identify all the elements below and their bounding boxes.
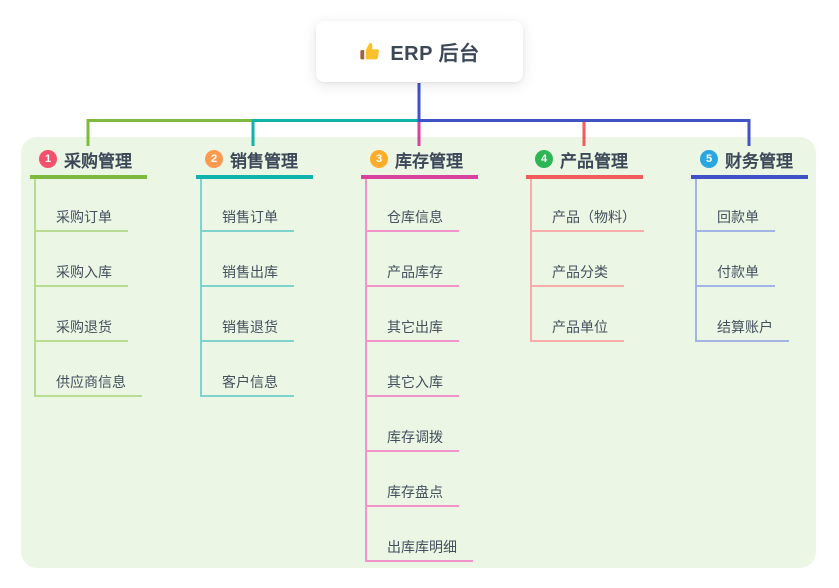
branch-node-product[interactable]: 4 产品管理 xyxy=(535,148,628,171)
root-node[interactable]: ERP 后台 xyxy=(316,21,523,82)
child-node[interactable]: 出库库明细 xyxy=(387,539,457,555)
branch-node-purchase[interactable]: 1 采购管理 xyxy=(39,148,132,171)
branch-node-label: 产品管理 xyxy=(560,151,628,171)
branch-node-sales[interactable]: 2 销售管理 xyxy=(205,148,298,171)
root-node-label: ERP 后台 xyxy=(390,43,480,65)
branch-index-badge: 5 xyxy=(700,150,718,168)
child-node[interactable]: 产品库存 xyxy=(387,264,443,280)
branch-index-badge: 3 xyxy=(370,150,388,168)
child-node[interactable]: 销售出库 xyxy=(222,264,278,280)
child-node[interactable]: 产品（物料） xyxy=(552,209,636,225)
branch-node-finance[interactable]: 5 财务管理 xyxy=(700,148,793,171)
branch-node-label: 销售管理 xyxy=(230,151,298,171)
child-node[interactable]: 其它出库 xyxy=(387,319,443,335)
child-node[interactable]: 付款单 xyxy=(717,264,759,280)
child-node[interactable]: 采购入库 xyxy=(56,264,112,280)
child-node[interactable]: 采购退货 xyxy=(56,319,112,335)
mindmap-panel xyxy=(21,137,816,568)
branch-index-badge: 2 xyxy=(205,150,223,168)
child-node[interactable]: 产品分类 xyxy=(552,264,608,280)
child-node[interactable]: 销售退货 xyxy=(222,319,278,335)
child-node[interactable]: 其它入库 xyxy=(387,374,443,390)
child-node[interactable]: 库存调拨 xyxy=(387,429,443,445)
branch-index-badge: 4 xyxy=(535,150,553,168)
branch-node-inventory[interactable]: 3 库存管理 xyxy=(370,148,463,171)
child-node[interactable]: 供应商信息 xyxy=(56,374,126,390)
branch-node-label: 采购管理 xyxy=(64,151,132,171)
child-node[interactable]: 回款单 xyxy=(717,209,759,225)
branch-node-label: 库存管理 xyxy=(395,151,463,171)
child-node[interactable]: 产品单位 xyxy=(552,319,608,335)
child-node[interactable]: 仓库信息 xyxy=(387,209,443,225)
child-node[interactable]: 结算账户 xyxy=(717,319,773,335)
child-node[interactable]: 销售订单 xyxy=(222,209,278,225)
child-node[interactable]: 库存盘点 xyxy=(387,484,443,500)
branch-node-label: 财务管理 xyxy=(725,151,793,171)
child-node[interactable]: 客户信息 xyxy=(222,374,278,390)
thumbs-up-icon xyxy=(360,42,380,59)
child-node[interactable]: 采购订单 xyxy=(56,209,112,225)
branch-index-badge: 1 xyxy=(39,150,57,168)
